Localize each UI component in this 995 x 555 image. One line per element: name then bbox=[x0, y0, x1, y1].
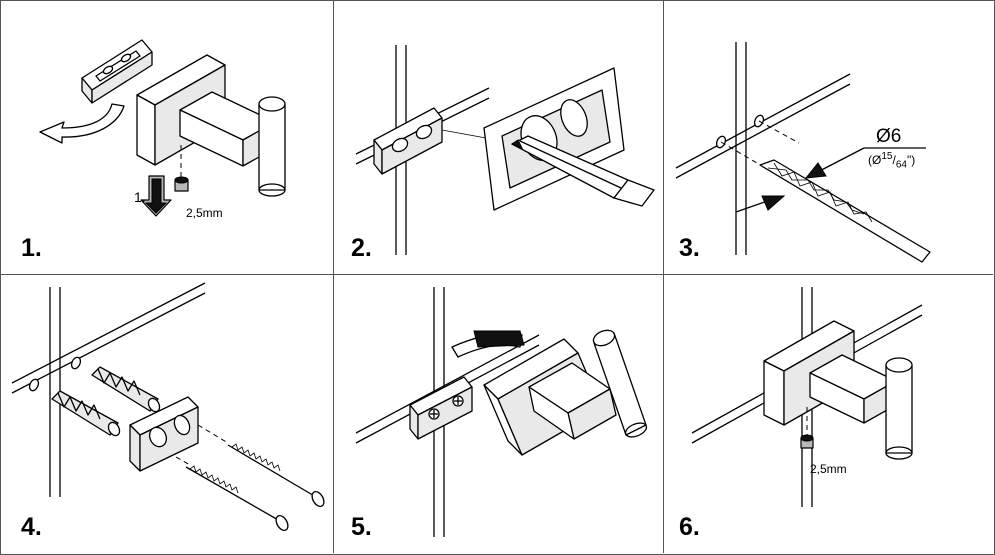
grid-divider bbox=[333, 0, 334, 553]
step-6-illustration bbox=[691, 287, 923, 507]
step-2-illustration bbox=[355, 45, 655, 255]
step-6-panel: 2,5mm 6. bbox=[664, 275, 994, 553]
step-4-panel: 4. bbox=[0, 275, 333, 553]
down-arrow-icon bbox=[140, 175, 172, 217]
mounting-plate-illustration bbox=[409, 376, 473, 440]
drill-bit-illustration bbox=[759, 159, 931, 263]
grid-divider bbox=[663, 0, 664, 553]
step-2-panel: 2. bbox=[334, 0, 663, 274]
step-3-panel: Ø6 (Ø15/64") 3. bbox=[664, 0, 994, 274]
screw-size-label: 2,5mm bbox=[810, 462, 847, 476]
screwdriver-illustration bbox=[510, 135, 655, 207]
step-1-panel: 1. 2,5mm 1. bbox=[0, 0, 333, 274]
tile-joint-lines bbox=[675, 42, 851, 255]
step-1-illustration bbox=[39, 39, 286, 217]
step-number: 4. bbox=[21, 513, 42, 541]
step-number: 6. bbox=[679, 513, 700, 541]
step-number: 5. bbox=[351, 513, 372, 541]
screw-size-label: 2,5mm bbox=[186, 206, 223, 220]
robe-hook-illustration bbox=[763, 320, 913, 460]
set-screw-icon bbox=[174, 176, 189, 192]
grid-divider bbox=[0, 274, 993, 275]
mounting-plate-illustration bbox=[81, 39, 153, 104]
robe-hook-illustration bbox=[136, 54, 286, 197]
wall-plug-illustration bbox=[91, 366, 161, 413]
drill-diameter-label: Ø6 bbox=[876, 126, 902, 147]
screw-illustration bbox=[185, 465, 289, 532]
mounting-plate-illustration bbox=[373, 107, 443, 175]
curved-arrow-icon bbox=[39, 103, 125, 144]
step-number: 2. bbox=[351, 234, 372, 262]
step-4-illustration bbox=[11, 282, 325, 532]
mounting-plate-illustration bbox=[129, 396, 199, 472]
set-screw-icon bbox=[800, 434, 814, 449]
step-5-illustration bbox=[355, 287, 648, 537]
order-label: 1. bbox=[134, 189, 146, 205]
drill-hole bbox=[70, 356, 82, 370]
drill-hole bbox=[28, 378, 40, 392]
step-5-panel: 5. bbox=[334, 275, 663, 553]
drill-diameter-imperial: (Ø15/64") bbox=[868, 151, 916, 171]
step-number: 3. bbox=[679, 234, 700, 262]
step-number: 1. bbox=[21, 234, 42, 262]
wall-plug-illustration bbox=[51, 390, 121, 437]
step-3-illustration bbox=[675, 42, 931, 263]
robe-hook-illustration bbox=[483, 329, 648, 456]
dimension-arrows bbox=[735, 147, 926, 213]
screw-illustration bbox=[227, 443, 325, 508]
tile-joint-lines bbox=[11, 282, 206, 497]
